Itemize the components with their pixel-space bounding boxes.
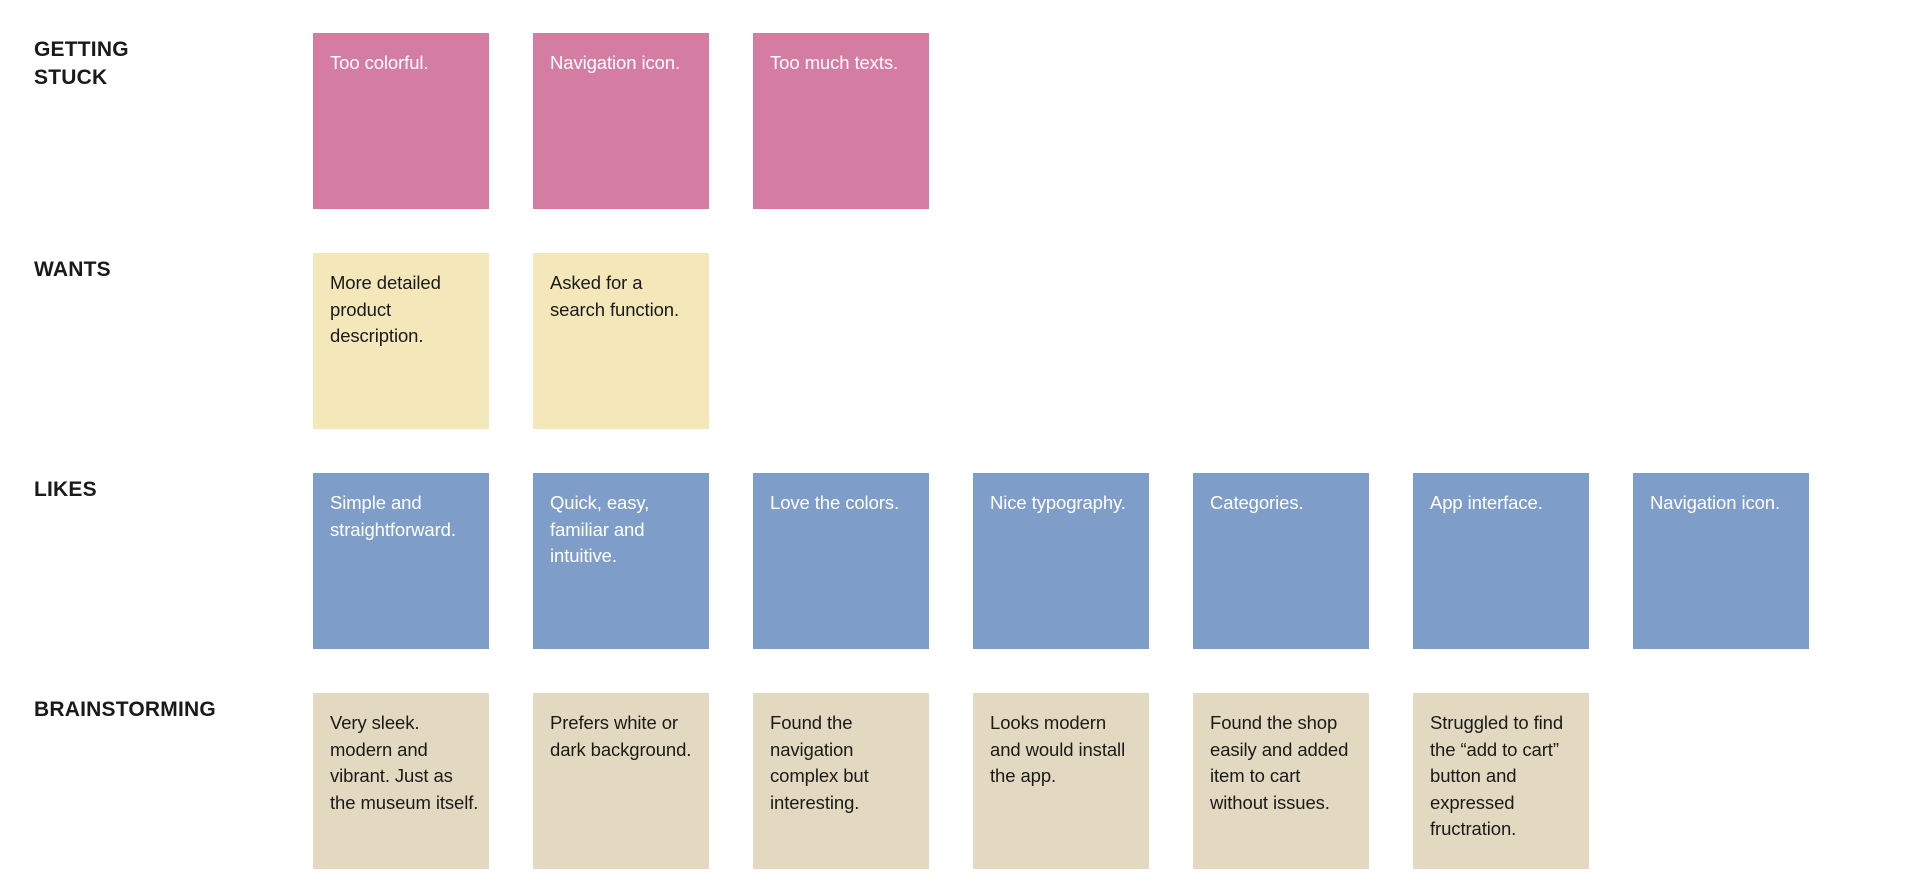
- sticky-note[interactable]: Asked for a search function.: [533, 253, 709, 429]
- sticky-note[interactable]: App interface.: [1413, 473, 1589, 649]
- sticky-note[interactable]: Found the navigation complex but interes…: [753, 693, 929, 869]
- sticky-note[interactable]: Nice typography.: [973, 473, 1149, 649]
- row-likes: LIKES Simple and straightforward. Quick,…: [0, 473, 1920, 649]
- sticky-note[interactable]: Love the colors.: [753, 473, 929, 649]
- sticky-note[interactable]: Navigation icon.: [1633, 473, 1809, 649]
- sticky-note[interactable]: Quick, easy, familiar and intuitive.: [533, 473, 709, 649]
- sticky-note[interactable]: Too colorful.: [313, 33, 489, 209]
- row-brainstorming: BRAINSTORMING Very sleek. modern and vib…: [0, 693, 1920, 869]
- row-label-likes: LIKES: [34, 478, 97, 501]
- sticky-note[interactable]: Struggled to find the “add to cart” butt…: [1413, 693, 1589, 869]
- row-wants: WANTS More detailed product description.…: [0, 253, 1920, 429]
- sticky-note[interactable]: Prefers white or dark background.: [533, 693, 709, 869]
- sticky-note[interactable]: Navigation icon.: [533, 33, 709, 209]
- sticky-note[interactable]: More detailed product description.: [313, 253, 489, 429]
- sticky-note[interactable]: Very sleek. modern and vibrant. Just as …: [313, 693, 489, 869]
- sticky-note[interactable]: Categories.: [1193, 473, 1369, 649]
- row-label-wants: WANTS: [34, 258, 111, 281]
- row-label-getting-stuck: GETTING STUCK: [34, 38, 129, 89]
- sticky-note[interactable]: Simple and straightforward.: [313, 473, 489, 649]
- sticky-note[interactable]: Found the shop easily and added item to …: [1193, 693, 1369, 869]
- row-label-brainstorming: BRAINSTORMING: [34, 698, 216, 721]
- sticky-note[interactable]: Too much texts.: [753, 33, 929, 209]
- sticky-note[interactable]: Looks modern and would install the app.: [973, 693, 1149, 869]
- row-getting-stuck: GETTING STUCK Too colorful. Navigation i…: [0, 33, 1920, 209]
